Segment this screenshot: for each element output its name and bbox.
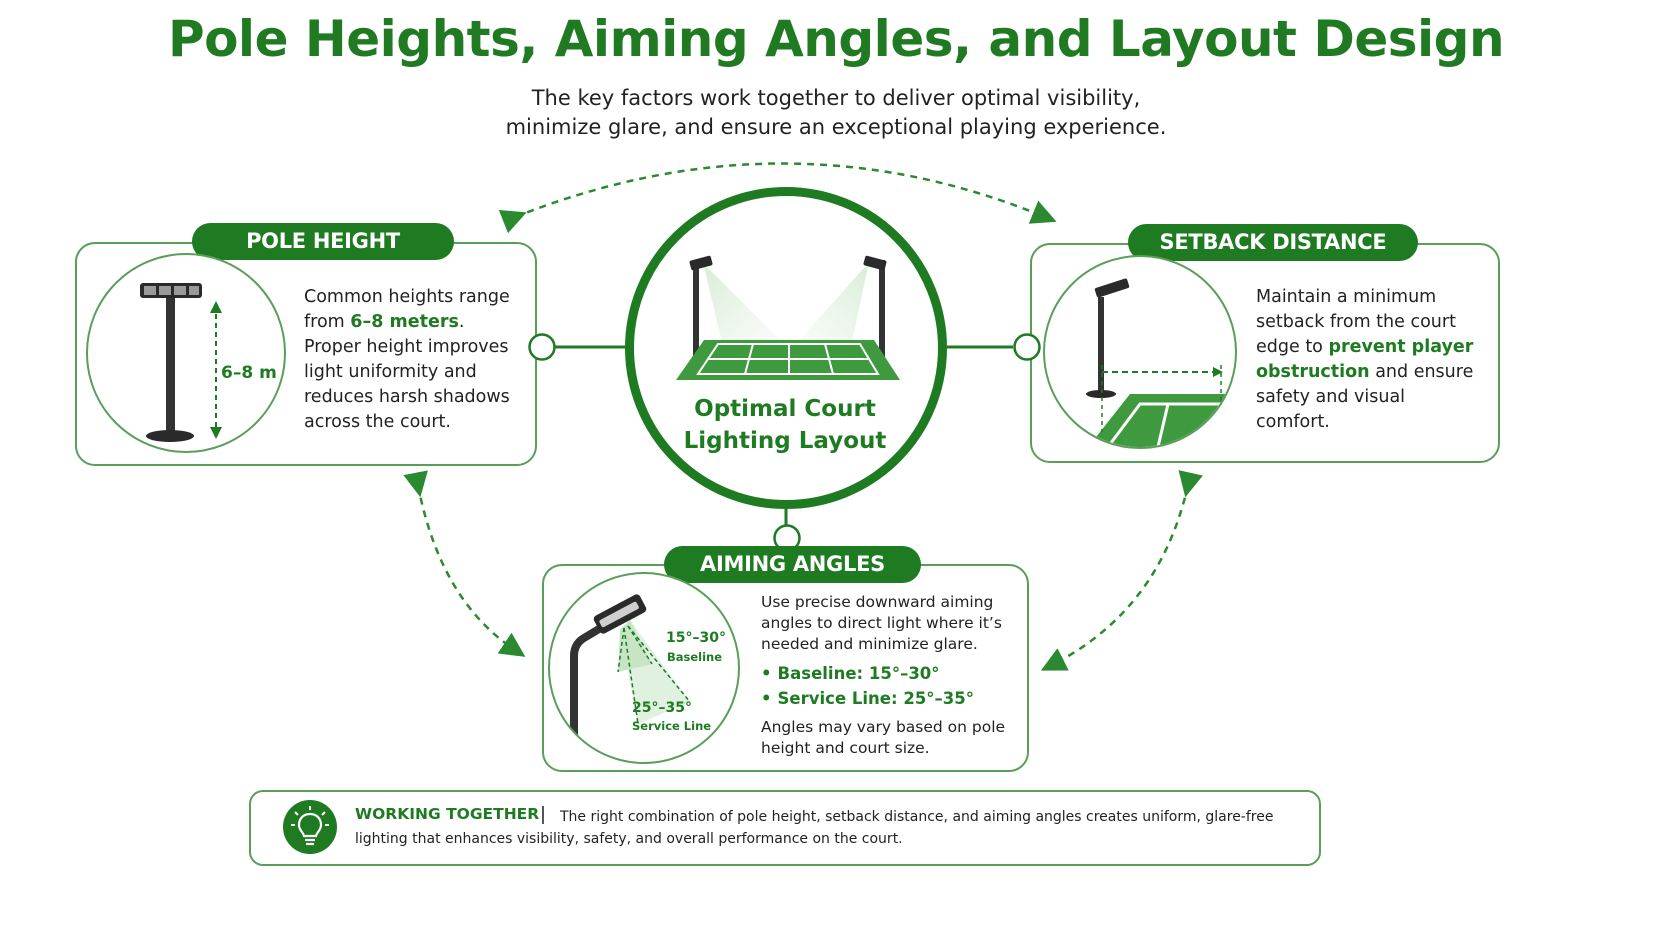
aiming-heading: AIMING ANGLES (664, 546, 921, 583)
subtitle-line-2: minimize glare, and ensure an exceptiona… (505, 115, 1167, 139)
lightbulb-icon (291, 806, 329, 846)
pole-height-heading: POLE HEIGHT (192, 223, 454, 260)
footer-separator (542, 806, 544, 824)
aiming-bullet-service-line: Service Line: 25°–35° (761, 686, 1011, 711)
court-light-icon (676, 255, 900, 380)
aiming-light-icon (570, 594, 691, 762)
pole-height-dimension: 6–8 m (221, 361, 277, 385)
subtitle-line-1: The key factors work together to deliver… (531, 86, 1141, 110)
working-together-banner (249, 790, 1321, 866)
footer-title: WORKING TOGETHER (355, 805, 540, 823)
setback-icon (1086, 278, 1235, 447)
aiming-description: Use precise downward aiming angles to di… (761, 592, 1011, 759)
aiming-bullet-baseline: Baseline: 15°–30° (761, 661, 1011, 686)
right-connector-node (1013, 333, 1041, 361)
setback-description: Maintain a minimum setback from the cour… (1256, 287, 1474, 432)
angle2-label: Service Line (632, 719, 712, 733)
setback-heading: SETBACK DISTANCE (1128, 224, 1418, 261)
aiming-bullets: Baseline: 15°–30° Service Line: 25°–35° (761, 661, 1011, 711)
center-title: Optimal Court Lighting Layout (660, 393, 910, 457)
aiming-note: Angles may vary based on pole height and… (761, 718, 1006, 757)
page-subtitle: The key factors work together to deliver… (0, 84, 1672, 142)
lightbulb-badge (283, 800, 337, 854)
pole-height-illustration (86, 253, 286, 453)
right-dashed-arrow (1040, 470, 1203, 671)
center-title-line-2: Lighting Layout (683, 428, 887, 454)
left-dashed-arrow (403, 470, 526, 657)
pole-height-description: Common heights range from 6–8 meters. Pr… (304, 287, 510, 432)
page-title: Pole Heights, Aiming Angles, and Layout … (167, 10, 1505, 68)
pole-light-icon (140, 283, 222, 442)
angle1-label: Baseline (667, 650, 723, 664)
angle2-value: 25°–35° (632, 700, 692, 716)
footer-text: The right combination of pole height, se… (355, 809, 1274, 847)
left-connector-node (528, 333, 556, 361)
aiming-illustration (548, 572, 740, 764)
top-dashed-arrow (498, 162, 1057, 234)
setback-illustration (1043, 255, 1237, 449)
angle1-value: 15°–30° (666, 630, 726, 646)
center-title-line-1: Optimal Court (694, 396, 876, 422)
aiming-intro: Use precise downward aiming angles to di… (761, 593, 1002, 653)
